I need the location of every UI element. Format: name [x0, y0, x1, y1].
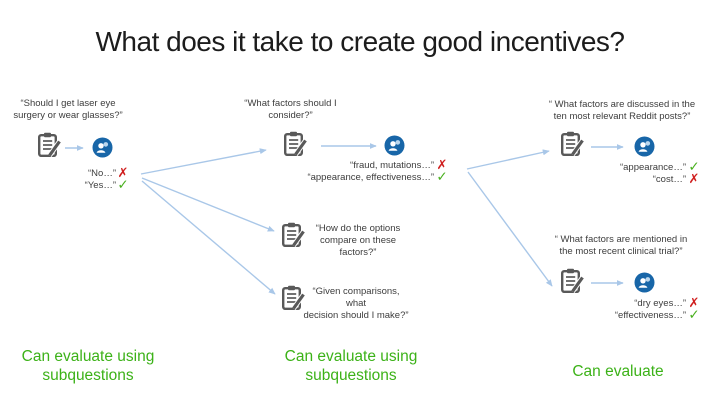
answer-row: “fraud, mutations…” ✗: [305, 159, 450, 172]
cross-icon: ✗: [688, 295, 700, 311]
answer-row: “appearance…” ✓: [585, 158, 702, 175]
note-icon: [281, 285, 306, 316]
answer-row: “cost…” ✗: [585, 172, 702, 188]
question-factors: “What factors should I consider?”: [244, 98, 337, 121]
answers-root: “No…” ✗ “Yes…” ✓: [55, 167, 130, 192]
check-icon: ✓: [688, 307, 700, 323]
answer-row: “Yes…” ✓: [84, 177, 129, 193]
check-icon: ✓: [436, 169, 448, 185]
slide-title: What does it take to create good incenti…: [95, 26, 626, 57]
evaluator-icon: [634, 136, 655, 162]
evaluator-icon: [634, 272, 655, 298]
question-compare: “How do the options compare on these fac…: [315, 223, 401, 258]
answer-row: “dry eyes…” ✗: [580, 297, 702, 310]
note-icon: [560, 131, 585, 162]
question-root: “Should I get laser eye surgery or wear …: [13, 98, 123, 121]
caption-left: Can evaluate using subquestions: [21, 348, 155, 384]
cross-icon: ✗: [117, 165, 129, 181]
check-icon: ✓: [117, 177, 129, 193]
check-icon: ✓: [688, 158, 700, 175]
note-icon: [283, 131, 308, 162]
note-icon: [560, 268, 585, 299]
caption-right: Can evaluate: [572, 363, 664, 380]
answer-row: “appearance, effectiveness…” ✓: [305, 169, 450, 185]
answer-row: “effectiveness…” ✓: [580, 307, 702, 323]
question-reddit: “ What factors are discussed in the ten …: [548, 99, 696, 122]
caption-middle: Can evaluate using subquestions: [284, 348, 418, 384]
answers-factors: “fraud, mutations…” ✗ “appearance, effec…: [305, 159, 450, 184]
evaluator-icon: [92, 137, 113, 163]
answers-clinical: “dry eyes…” ✗ “effectiveness…” ✓: [580, 297, 702, 322]
note-icon: [281, 222, 306, 253]
question-clinical: “ What factors are mentioned in the most…: [554, 234, 688, 257]
cross-icon: ✗: [436, 157, 448, 173]
question-decision: “Given comparisons, what decision should…: [303, 286, 409, 321]
answers-reddit: “appearance…” ✓ “cost…” ✗: [585, 158, 702, 188]
evaluator-icon: [384, 135, 405, 161]
note-icon: [37, 132, 62, 163]
answer-row: “No…” ✗: [88, 165, 129, 181]
cross-icon: ✗: [688, 172, 700, 188]
